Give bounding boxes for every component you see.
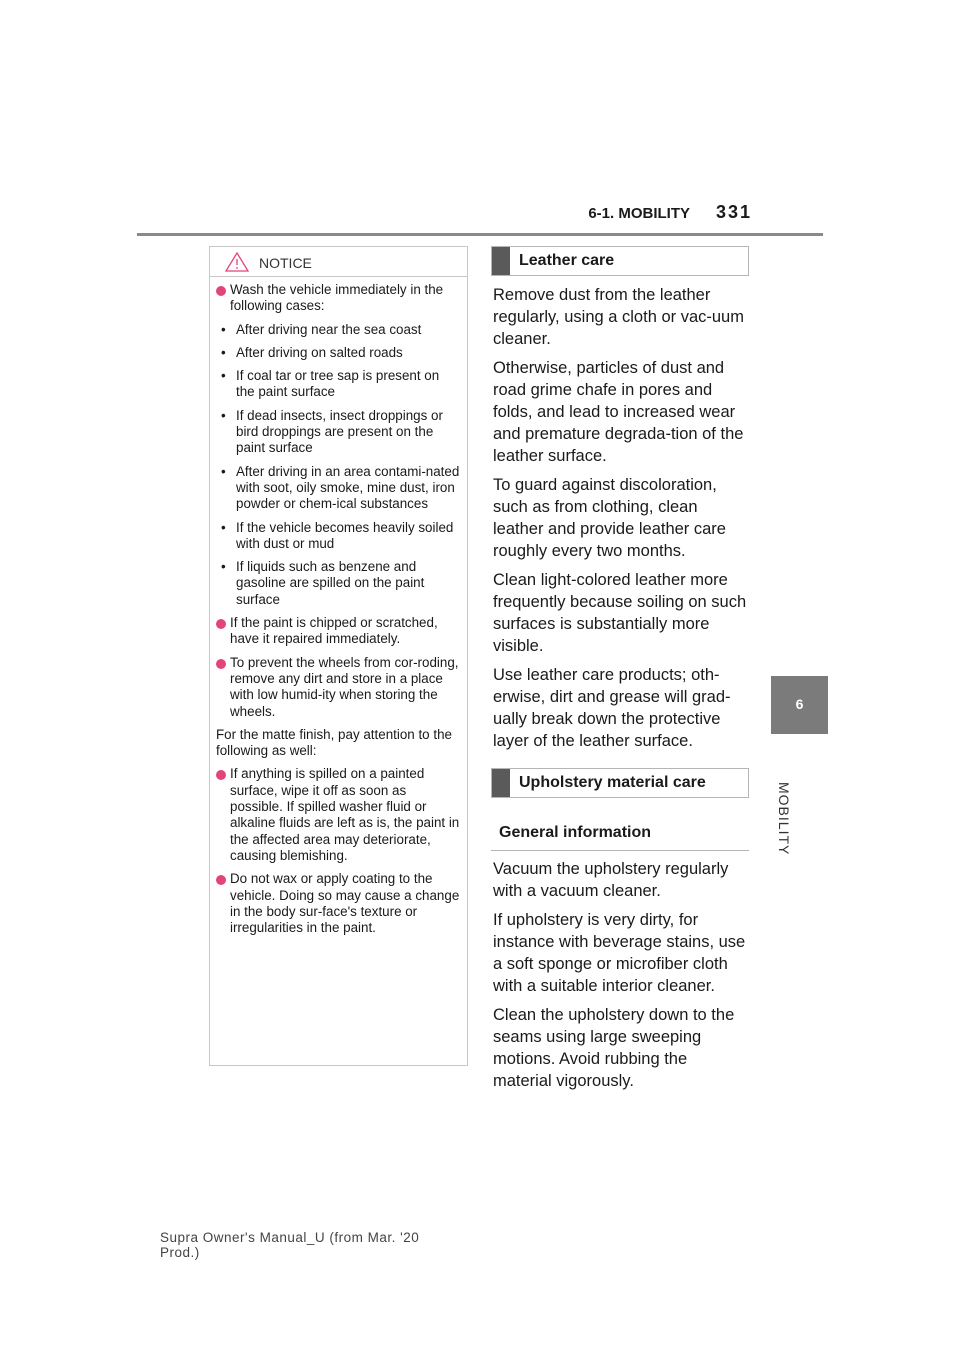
warning-triangle-icon <box>224 251 250 272</box>
case-item: •If coal tar or tree sap is present on t… <box>221 368 440 400</box>
page-number: 331 <box>716 202 753 222</box>
notice-item-wax: Do not wax or apply coating to the vehic… <box>216 871 461 936</box>
notice-body: Wash the vehicle immediately in the foll… <box>210 277 467 936</box>
upholstery-body: Vacuum the upholstery regularly with a v… <box>493 858 749 1099</box>
bullet-dot-icon: • <box>221 519 226 535</box>
bullet-dot-icon: • <box>221 407 226 423</box>
notice-item-spill: If anything is spilled on a painted surf… <box>216 766 461 864</box>
leather-paragraph: Clean light-colored leather more frequen… <box>493 571 747 655</box>
bullet-dot-icon: • <box>221 321 226 337</box>
case-item: •If liquids such as benzene and gasoline… <box>221 559 425 607</box>
case-item: •If the vehicle becomes heavily soiled w… <box>221 519 454 551</box>
case-item: •After driving in an area contami-nated … <box>221 463 460 512</box>
matte-intro: For the matte finish, pay attention to t… <box>216 726 452 759</box>
leather-paragraph: To guard against discoloration, such as … <box>493 476 726 560</box>
header-rule <box>137 233 823 236</box>
chapter-label: MOBILITY <box>776 782 792 856</box>
leather-care-body: Remove dust from the leather regularly, … <box>493 284 749 759</box>
leather-care-heading: Leather care <box>491 246 749 276</box>
notice-title: NOTICE <box>259 255 312 271</box>
bullet-dot-icon: • <box>221 559 226 575</box>
bullet-circle-icon <box>216 875 226 886</box>
case-item: •If dead insects, insect droppings or bi… <box>221 407 443 456</box>
bullet-dot-icon: • <box>221 463 226 479</box>
chapter-label-wrap: MOBILITY <box>771 740 828 855</box>
heading-bar <box>492 769 510 797</box>
bullet-circle-icon <box>216 770 226 781</box>
bullet-dot-icon: • <box>221 368 226 384</box>
leather-paragraph: Otherwise, particles of dust and road gr… <box>493 359 744 465</box>
case-item: •After driving on salted roads <box>221 344 403 360</box>
bullet-circle-icon <box>216 658 226 669</box>
chapter-tab: 6 <box>771 676 828 734</box>
upholstery-care-heading: Upholstery material care <box>491 768 749 798</box>
upholstery-paragraph: Clean the upholstery down to the seams u… <box>493 1006 735 1090</box>
chapter-tab-number: 6 <box>795 696 804 712</box>
case-item: •After driving near the sea coast <box>221 321 422 337</box>
upholstery-paragraph: If upholstery is very dirty, for instanc… <box>493 911 746 995</box>
heading-bar <box>492 247 510 275</box>
notice-item-chipped: If the paint is chipped or scratched, ha… <box>216 615 461 648</box>
notice-box: NOTICE Wash the vehicle immediately in t… <box>209 246 468 1066</box>
section-header: 6-1. MOBILITY <box>588 205 690 222</box>
leather-paragraph: Remove dust from the leather regularly, … <box>493 286 744 348</box>
general-information-heading: General information <box>491 824 749 851</box>
notice-item-wheels: To prevent the wheels from cor-roding, r… <box>216 655 461 720</box>
leather-paragraph: Use leather care products; oth-erwise, d… <box>493 666 731 750</box>
notice-item-wash: Wash the vehicle immediately in the foll… <box>216 282 461 315</box>
notice-header: NOTICE <box>210 247 467 277</box>
footer-text: Supra Owner's Manual_U (from Mar. '20 Pr… <box>160 1230 420 1260</box>
bullet-circle-icon <box>216 619 226 630</box>
bullet-circle-icon <box>216 286 226 296</box>
upholstery-paragraph: Vacuum the upholstery regularly with a v… <box>493 860 729 900</box>
bullet-dot-icon: • <box>221 344 226 360</box>
